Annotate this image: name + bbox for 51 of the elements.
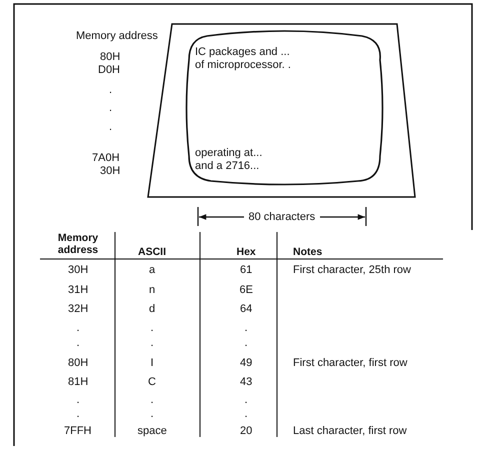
address-cell: 81H: [68, 376, 88, 388]
ascii-cell: I: [150, 357, 154, 369]
memory-address: 80H: [100, 51, 120, 63]
ascii-cell: n: [149, 284, 156, 296]
column-header: Notes: [293, 246, 322, 258]
address-cell: 7FFH: [64, 425, 92, 437]
dimension-label: 80 characters: [246, 211, 318, 223]
hex-cell: 20: [240, 425, 252, 437]
note-cell: Last character, first row: [293, 425, 407, 437]
memory-address: D0H: [98, 64, 120, 76]
ellipsis-dot: .: [109, 121, 112, 133]
memory-address: 30H: [100, 165, 120, 177]
hex-cell: 49: [240, 357, 252, 369]
ascii-cell: .: [150, 337, 154, 349]
address-cell: .: [76, 408, 80, 420]
screen-text-line: and a 2716...: [195, 160, 260, 172]
ascii-cell: d: [149, 303, 156, 315]
address-cell: 32H: [68, 303, 88, 315]
hex-cell: .: [244, 337, 248, 349]
axis-title: Memory address: [76, 30, 158, 42]
memory-address: 7A0H: [92, 152, 120, 164]
address-cell: .: [76, 322, 80, 334]
ascii-cell: .: [150, 394, 154, 406]
address-cell: .: [76, 337, 80, 349]
column-header: Hex: [236, 246, 256, 258]
screen-text-line: operating at...: [195, 147, 262, 159]
column-header: ASCII: [138, 246, 166, 258]
ascii-cell: .: [150, 322, 154, 334]
column-header: Memory address: [56, 232, 100, 256]
ascii-cell: .: [150, 408, 154, 420]
ascii-cell: a: [149, 264, 156, 276]
hex-cell: 6E: [240, 284, 253, 296]
hex-cell: .: [244, 322, 248, 334]
hex-cell: 61: [240, 264, 252, 276]
ellipsis-dot: .: [109, 102, 112, 114]
hex-cell: 64: [240, 303, 252, 315]
address-cell: 31H: [68, 284, 88, 296]
hex-cell: .: [244, 408, 248, 420]
screen-text-line: IC packages and ...: [195, 46, 290, 58]
ellipsis-dot: .: [109, 84, 112, 96]
ascii-cell: space: [138, 425, 167, 437]
ascii-cell: C: [148, 376, 156, 388]
note-cell: First character, first row: [293, 357, 408, 369]
note-cell: First character, 25th row: [293, 264, 411, 276]
screen-text-line: of microprocessor. .: [195, 59, 291, 71]
address-cell: .: [76, 394, 80, 406]
address-cell: 30H: [68, 264, 88, 276]
address-cell: 80H: [68, 357, 88, 369]
hex-cell: 43: [240, 376, 252, 388]
hex-cell: .: [244, 394, 248, 406]
monitor-screen: [185, 30, 384, 186]
